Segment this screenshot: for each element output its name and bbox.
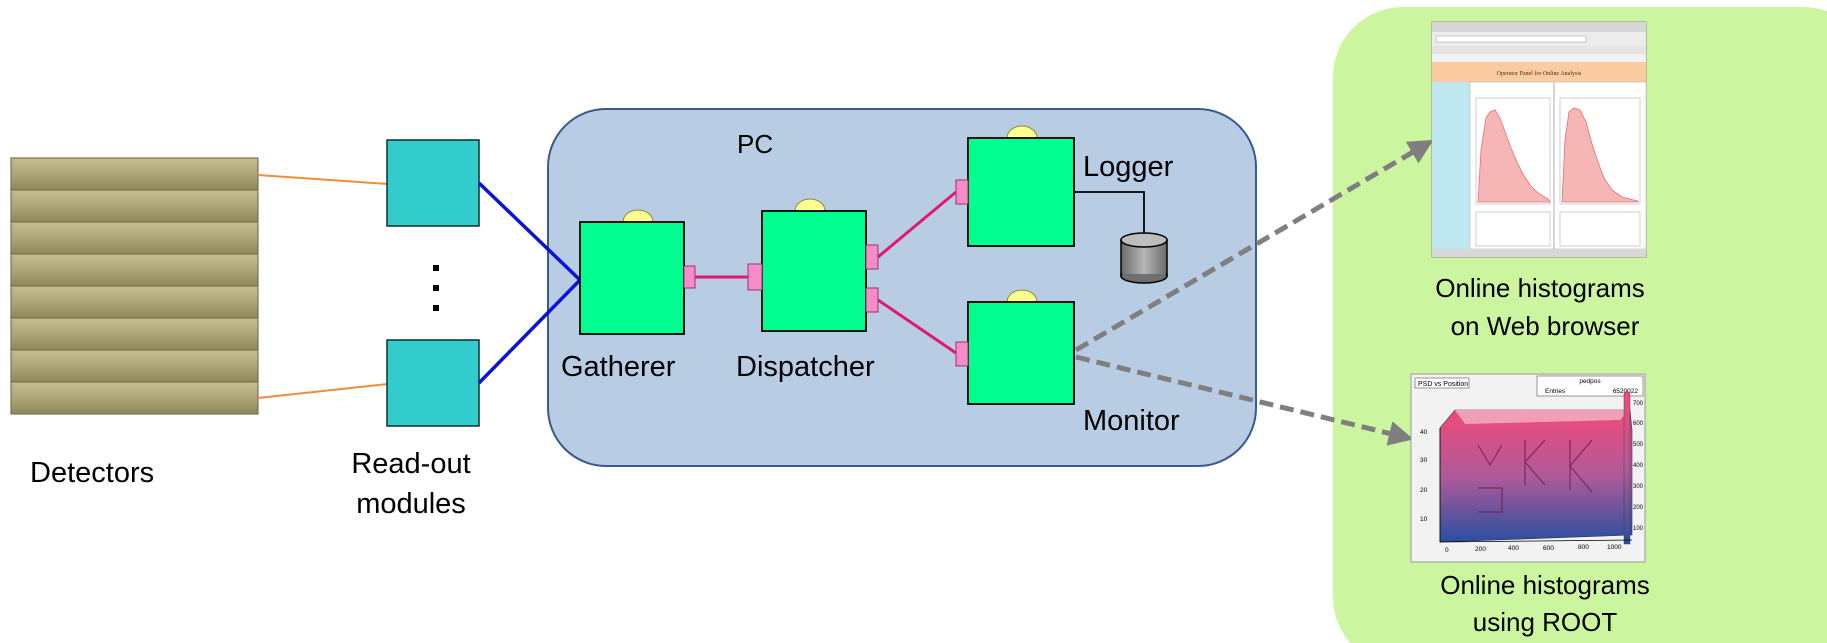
root-z-ticks: 700 600 500 400 300 200 100 — [1633, 401, 1644, 532]
readout-label: Read-out — [351, 448, 470, 480]
logger-port — [955, 179, 969, 205]
histogram-curve-right — [1561, 107, 1639, 203]
svg-text:600: 600 — [1543, 545, 1554, 552]
root-stats-name: pedpos — [1579, 378, 1601, 385]
svg-text:100: 100 — [1633, 526, 1644, 532]
root-y-ticks: 10 20 30 40 — [1420, 429, 1428, 523]
root-color-scale — [1623, 391, 1631, 545]
root-stats-entries-label: Entries — [1545, 388, 1566, 395]
root-surface-top — [1455, 410, 1630, 424]
root-stats-entries-value: 6520022 — [1613, 388, 1639, 395]
svg-text:20: 20 — [1420, 487, 1428, 494]
detector-stack — [10, 157, 259, 415]
readout-label: modules — [356, 488, 466, 520]
web-caption: on Web browser — [1451, 311, 1640, 341]
bus-link-top — [477, 181, 582, 282]
web-browser-screenshot: Operator Panel for Online Analysis — [1431, 21, 1647, 258]
svg-text:10: 10 — [1420, 516, 1428, 523]
root-x-ticks: 0 200 400 600 800 1000 — [1445, 544, 1622, 554]
detector-bar — [10, 317, 259, 351]
readout-module-top — [386, 139, 480, 227]
svg-text:30: 30 — [1420, 457, 1428, 464]
root-plot-screenshot: PSD vs Position pedpos Entries 6520022 0… — [1410, 373, 1646, 563]
dispatcher-component — [761, 210, 867, 332]
gatherer-label: Gatherer — [561, 351, 676, 383]
web-panel-header — [1432, 62, 1646, 82]
detector-bar — [10, 189, 259, 223]
root-title-text: PSD vs Position — [1418, 381, 1468, 388]
monitor-component — [967, 301, 1075, 405]
root-title-box — [1414, 377, 1470, 389]
arrow-to-root — [1075, 354, 1414, 446]
logger-component — [967, 137, 1075, 247]
monitor-label: Monitor — [1083, 405, 1180, 437]
fiber-link-bottom — [257, 383, 389, 399]
svg-text:800: 800 — [1578, 544, 1589, 551]
logger-storage-link — [1074, 191, 1145, 234]
svg-text:200: 200 — [1633, 505, 1644, 511]
root-caption: using ROOT — [1473, 607, 1618, 637]
readout-module-bottom — [386, 339, 480, 427]
dispatcher-port-out — [865, 287, 879, 313]
svg-text:500: 500 — [1633, 442, 1644, 448]
root-stats-box — [1536, 375, 1644, 397]
gatherer-component — [579, 221, 685, 335]
web-panel-header-text: Operator Panel for Online Analysis — [1497, 70, 1582, 77]
ellipsis-dots — [433, 265, 439, 311]
detector-bar — [10, 157, 259, 191]
dispatcher-port-in — [747, 263, 763, 291]
svg-text:300: 300 — [1633, 484, 1644, 490]
logger-label: Logger — [1083, 151, 1174, 183]
svg-text:0: 0 — [1445, 547, 1449, 554]
svg-text:400: 400 — [1508, 545, 1519, 552]
link-dispatcher-monitor — [877, 298, 957, 355]
svg-text:400: 400 — [1633, 463, 1644, 469]
dispatcher-port-out — [865, 244, 879, 270]
svg-text:200: 200 — [1475, 546, 1486, 553]
svg-text:700: 700 — [1633, 401, 1644, 407]
arrow-to-web — [1074, 139, 1434, 353]
histogram-curve-left — [1477, 109, 1551, 203]
root-surface — [1439, 409, 1633, 543]
gatherer-port — [683, 265, 696, 289]
fiber-link-top — [257, 174, 389, 185]
dispatcher-label: Dispatcher — [736, 351, 875, 383]
root-surface-features — [1477, 439, 1593, 513]
monitor-port — [955, 341, 969, 367]
svg-text:40: 40 — [1420, 429, 1428, 436]
detector-bar — [10, 349, 259, 383]
link-dispatcher-logger — [877, 190, 957, 259]
detectors-label: Detectors — [30, 457, 154, 489]
svg-text:1000: 1000 — [1607, 544, 1622, 551]
svg-text:600: 600 — [1633, 421, 1644, 427]
detector-bar — [10, 381, 259, 415]
root-caption: Online histograms — [1440, 570, 1650, 600]
bus-link-bottom — [477, 278, 582, 385]
detector-bar — [10, 285, 259, 319]
storage-disk-icon — [1120, 232, 1168, 284]
detector-bar — [10, 253, 259, 287]
web-caption: Online histograms — [1435, 273, 1645, 303]
pc-label: PC — [737, 129, 773, 159]
pc-box — [547, 108, 1257, 467]
detector-bar — [10, 221, 259, 255]
